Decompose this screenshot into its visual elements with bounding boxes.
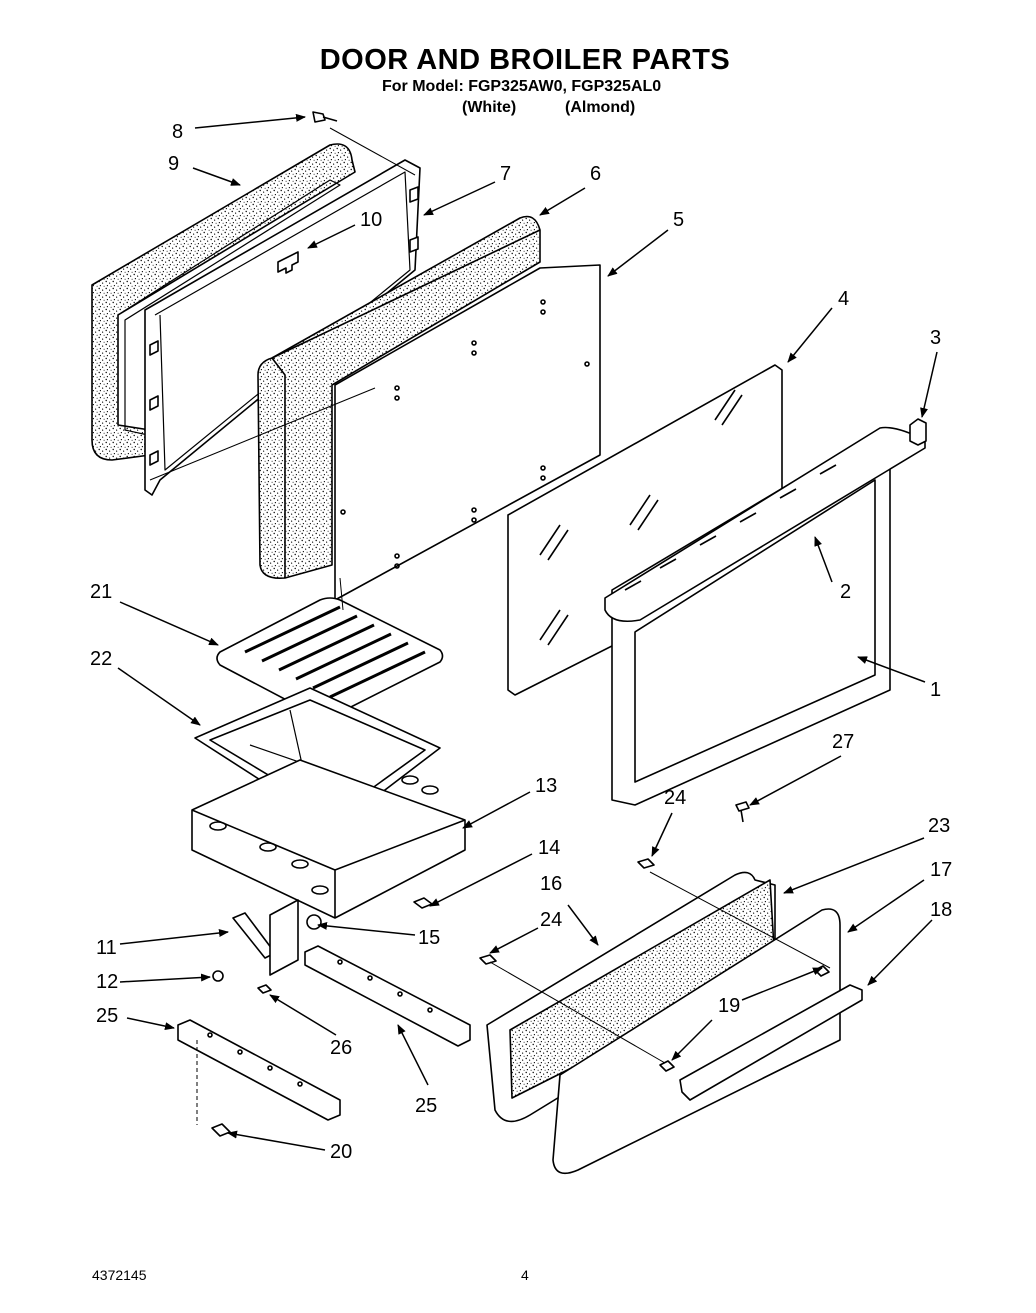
callout-25-right: 25 bbox=[415, 1095, 437, 1117]
callout-22: 22 bbox=[90, 648, 112, 670]
callout-24-upper: 24 bbox=[664, 787, 686, 809]
nut-part bbox=[212, 970, 224, 982]
pan-roller-part bbox=[413, 897, 433, 909]
callout-23: 23 bbox=[928, 815, 950, 837]
washer-part bbox=[306, 914, 322, 930]
callout-27: 27 bbox=[832, 731, 854, 753]
broiler-pan-part bbox=[191, 759, 466, 919]
door-insulation-part bbox=[257, 215, 541, 580]
door-gasket-part bbox=[91, 143, 356, 461]
callout-2: 2 bbox=[840, 581, 851, 603]
door-liner-part bbox=[334, 264, 601, 601]
callout-12: 12 bbox=[96, 971, 118, 993]
callout-5: 5 bbox=[673, 209, 684, 231]
model-line: For Model: FGP325AW0, FGP325AL0 bbox=[382, 78, 662, 95]
callout-4: 4 bbox=[838, 288, 849, 310]
drawer-handle-trim-part bbox=[679, 984, 863, 1101]
leader-lines bbox=[117, 113, 938, 1151]
callout-18: 18 bbox=[930, 899, 952, 921]
door-screw-part bbox=[312, 111, 338, 123]
page-title: DOOR AND BROILER PARTS bbox=[319, 44, 731, 76]
callout-20: 20 bbox=[330, 1141, 352, 1163]
callout-7: 7 bbox=[500, 163, 511, 185]
callout-24-lower: 24 bbox=[540, 909, 562, 931]
drawer-front-panel-part bbox=[552, 908, 841, 1175]
drawer-screw-upper-part bbox=[637, 858, 655, 869]
callout-15: 15 bbox=[418, 927, 440, 949]
callout-25-left: 25 bbox=[96, 1005, 118, 1027]
hinge-screw-part bbox=[735, 801, 750, 823]
callout-10: 10 bbox=[360, 209, 382, 231]
broiler-rack-part bbox=[216, 597, 444, 718]
slide-rail-right-part bbox=[304, 945, 471, 1047]
callout-3: 3 bbox=[930, 327, 941, 349]
finish-white-label: (White) bbox=[462, 99, 517, 116]
callout-26: 26 bbox=[330, 1037, 352, 1059]
callout-19: 19 bbox=[718, 995, 740, 1017]
callout-6: 6 bbox=[590, 163, 601, 185]
callout-17: 17 bbox=[930, 859, 952, 881]
document-number: 4372145 bbox=[92, 1267, 147, 1283]
page-number: 4 bbox=[521, 1267, 529, 1283]
callout-13: 13 bbox=[535, 775, 557, 797]
callout-11: 11 bbox=[96, 937, 117, 959]
inner-door-panel-part bbox=[144, 159, 421, 496]
door-clip-part bbox=[277, 251, 299, 274]
callout-21: 21 bbox=[90, 581, 112, 603]
finish-almond-label: (Almond) bbox=[565, 99, 636, 116]
door-handle-part bbox=[604, 426, 926, 623]
callout-9: 9 bbox=[168, 153, 179, 175]
callout-14: 14 bbox=[538, 837, 560, 859]
handle-end-bracket-part bbox=[909, 418, 927, 446]
callout-8: 8 bbox=[172, 121, 183, 143]
bracket-screw-part bbox=[257, 984, 272, 994]
slide-rail-left-part bbox=[177, 1019, 341, 1121]
pan-bracket-part bbox=[232, 899, 299, 976]
callout-numbers: 8 9 7 6 10 5 4 3 2 1 21 22 13 14 15 11 1… bbox=[90, 121, 952, 1163]
callout-16: 16 bbox=[540, 873, 562, 895]
callout-1: 1 bbox=[930, 679, 941, 701]
drawer-screw-lower-part bbox=[479, 954, 497, 965]
